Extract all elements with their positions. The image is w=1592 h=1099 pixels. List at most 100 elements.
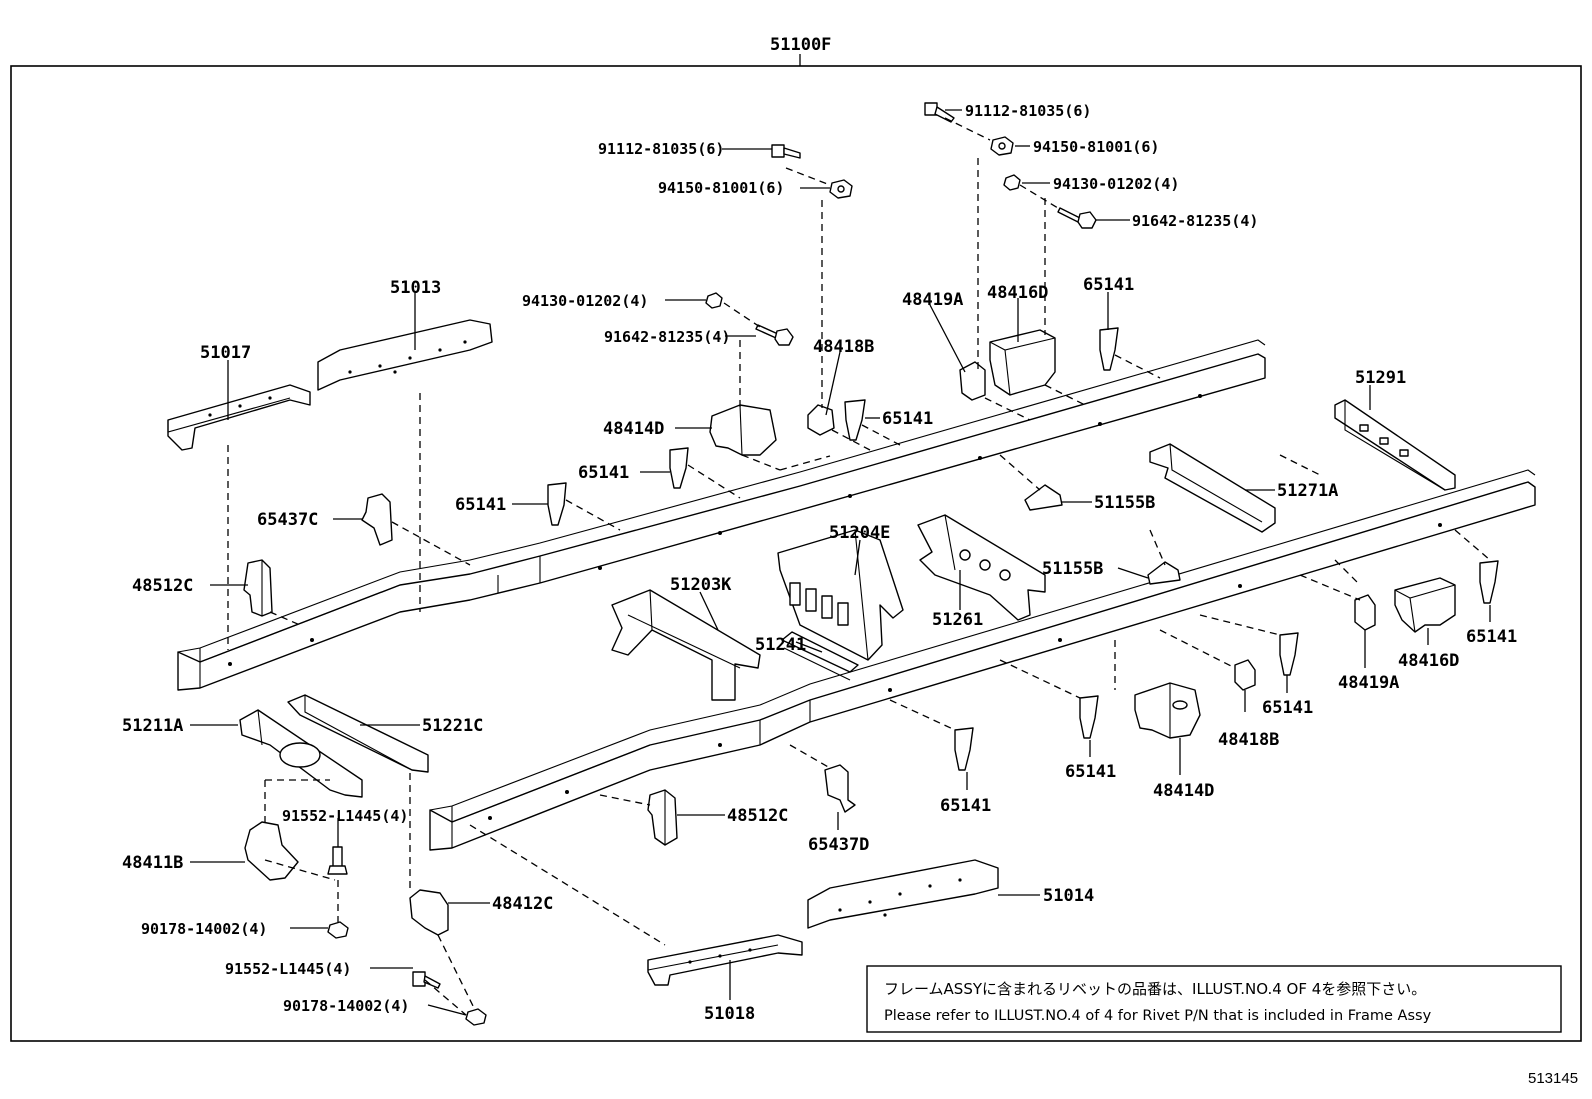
bracket-48419A-top[interactable]	[959, 361, 986, 401]
label-65141-f: 65141	[1262, 698, 1313, 718]
label-48411B: 48411B	[122, 853, 183, 873]
label-48414D-top: 48414D	[603, 419, 664, 439]
nut-90178-a[interactable]	[327, 921, 349, 939]
label-48414D-right: 48414D	[1153, 781, 1214, 801]
crossmember-51261[interactable]	[917, 514, 1046, 621]
label-65141-h: 65141	[940, 796, 991, 816]
diagram-title: 51100F	[770, 35, 831, 55]
bracket-51155B-a[interactable]	[1024, 484, 1063, 511]
label-48418B-top: 48418B	[813, 337, 874, 357]
nut-94130-a[interactable]	[1003, 174, 1021, 191]
reinforcement-51018[interactable]	[647, 934, 803, 986]
crossmember-51204E[interactable]	[777, 529, 904, 661]
label-65141-e: 65141	[1466, 627, 1517, 647]
nut-90178-b[interactable]	[465, 1008, 487, 1026]
bracket-65141-g[interactable]	[1079, 695, 1099, 739]
label-94130-01202-a: 94130-01202(4)	[1053, 175, 1179, 193]
reinforcement-51014[interactable]	[807, 859, 999, 929]
crossmember-51203K[interactable]	[611, 589, 761, 701]
bracket-48418B-left[interactable]	[807, 404, 835, 436]
left-frame-rail[interactable]	[177, 339, 1266, 691]
label-48512C-left: 48512C	[132, 576, 193, 596]
label-65141-g: 65141	[1065, 762, 1116, 782]
bolt-91552-a[interactable]	[327, 846, 348, 875]
label-65141-d: 65141	[455, 495, 506, 515]
label-94130-01202-b: 94130-01202(4)	[522, 292, 648, 310]
bracket-48512C-left[interactable]	[243, 559, 273, 617]
reinforcement-51013[interactable]	[317, 319, 493, 391]
label-51221C: 51221C	[422, 716, 483, 736]
label-51291: 51291	[1355, 368, 1406, 388]
reinforcement-51017[interactable]	[167, 384, 311, 451]
bracket-51155B-b[interactable]	[1147, 561, 1181, 585]
crossmember-51241[interactable]	[781, 631, 859, 681]
label-90178-14002-b: 90178-14002(4)	[283, 997, 409, 1015]
label-48418B-right: 48418B	[1218, 730, 1279, 750]
bracket-48414D-right[interactable]	[1134, 682, 1201, 739]
assembly-lines	[227, 117, 1491, 1016]
label-51013: 51013	[390, 278, 441, 298]
label-91642-81235-a: 91642-81235(4)	[1132, 212, 1258, 230]
nut-94150-b[interactable]	[990, 136, 1014, 156]
label-51014: 51014	[1043, 886, 1094, 906]
label-65141-a: 65141	[1083, 275, 1134, 295]
label-65141-b: 65141	[882, 409, 933, 429]
label-51017: 51017	[200, 343, 251, 363]
bracket-65141-a[interactable]	[844, 399, 866, 441]
bracket-65141-d[interactable]	[1099, 327, 1119, 371]
bolt-91112-a[interactable]	[771, 144, 801, 159]
label-51271A: 51271A	[1277, 481, 1338, 501]
label-51204E: 51204E	[829, 523, 890, 543]
nut-94130-b[interactable]	[705, 292, 723, 309]
label-91552-L1445-b: 91552-L1445(4)	[225, 960, 351, 978]
label-91112-81035-b: 91112-81035(6)	[965, 102, 1091, 120]
note-box	[866, 965, 1562, 1033]
bracket-65141-e[interactable]	[1479, 560, 1499, 604]
bracket-65141-f[interactable]	[1279, 632, 1299, 676]
nut-94150-a[interactable]	[829, 179, 853, 199]
bolt-91642-a[interactable]	[1057, 207, 1097, 229]
label-91552-L1445-a: 91552-L1445(4)	[282, 807, 408, 825]
label-65437D: 65437D	[808, 835, 869, 855]
label-48419A-top: 48419A	[902, 290, 963, 310]
note-line-english: Please refer to ILLUST.NO.4 of 4 for Riv…	[884, 1008, 1432, 1024]
bracket-48414D-left[interactable]	[709, 404, 777, 456]
bracket-48412C[interactable]	[409, 889, 449, 936]
bracket-48512C-right[interactable]	[647, 789, 678, 846]
bracket-48418B-right[interactable]	[1234, 659, 1256, 691]
label-91642-81235-b: 91642-81235(4)	[604, 328, 730, 346]
label-48512C-right: 48512C	[727, 806, 788, 826]
label-91112-81035-a: 91112-81035(6)	[598, 140, 724, 158]
leader-lines	[190, 109, 1491, 1016]
right-frame-rail[interactable]	[429, 469, 1536, 851]
crossmember-51291[interactable]	[1334, 399, 1456, 491]
label-48412C: 48412C	[492, 894, 553, 914]
bolt-91642-b[interactable]	[755, 324, 794, 346]
label-90178-14002-a: 90178-14002(4)	[141, 920, 267, 938]
bracket-48411B[interactable]	[244, 821, 299, 881]
bracket-65141-c[interactable]	[547, 482, 567, 526]
bracket-65437C[interactable]	[361, 493, 393, 546]
crossmember-51211A[interactable]	[239, 709, 363, 798]
bolt-91112-b[interactable]	[924, 102, 955, 123]
bracket-48416D-right[interactable]	[1394, 577, 1456, 633]
note-line-japanese: フレームASSYに含まれるリベットの品番は、ILLUST.NO.4 OF 4を参…	[884, 980, 1426, 998]
bracket-65437D[interactable]	[824, 764, 856, 813]
bracket-48419A-right[interactable]	[1354, 594, 1376, 631]
bolt-91552-b[interactable]	[412, 971, 441, 989]
label-48416D-top: 48416D	[987, 283, 1048, 303]
label-94150-81001-b: 94150-81001(6)	[1033, 138, 1159, 156]
bracket-65141-h[interactable]	[954, 727, 974, 771]
label-48416D-right: 48416D	[1398, 651, 1459, 671]
crossmember-51271A[interactable]	[1149, 443, 1276, 533]
label-51211A: 51211A	[122, 716, 183, 736]
label-51241: 51241	[755, 635, 806, 655]
label-65141-c: 65141	[578, 463, 629, 483]
label-51203K: 51203K	[670, 575, 732, 595]
crossmember-51221C[interactable]	[287, 694, 429, 773]
label-51155B-b: 51155B	[1042, 559, 1103, 579]
diagram-border	[10, 65, 1582, 1042]
bracket-65141-b[interactable]	[669, 447, 689, 489]
label-94150-81001-a: 94150-81001(6)	[658, 179, 784, 197]
bracket-48416D-top[interactable]	[989, 329, 1056, 396]
